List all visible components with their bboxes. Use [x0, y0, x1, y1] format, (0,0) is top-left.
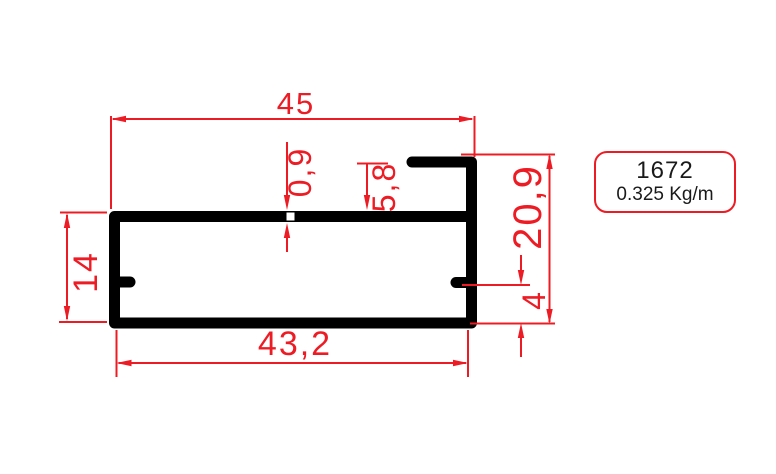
wall-notch: [286, 212, 295, 221]
arrowhead-down: [283, 195, 291, 210]
arrowhead-left: [116, 359, 132, 367]
dimension-hook-depth: [357, 162, 388, 210]
arrowhead-down: [63, 306, 71, 321]
dimension-wall-thickness: [283, 142, 291, 252]
dimension-tab-offset: [462, 255, 530, 357]
dimension-left-height: [59, 211, 107, 323]
profile-section: [109, 156, 477, 329]
arrowhead-up: [283, 223, 291, 238]
dimension-label-hook-depth: 5,8: [366, 162, 402, 212]
arrowhead-down: [517, 270, 525, 285]
dimension-right-height: [461, 153, 555, 325]
dimension-label-tab-offset: 4: [516, 290, 552, 310]
dimension-label-top-width: 45: [277, 86, 315, 121]
arrowhead-right: [453, 359, 468, 367]
arrowhead-up: [517, 323, 525, 338]
arrowhead-right: [459, 115, 474, 123]
arrowhead-up: [63, 213, 71, 228]
dimension-label-wall-thickness: 0,9: [282, 147, 318, 197]
dimension-label-left-height: 14: [67, 251, 105, 293]
profile-label-box: 1672 0.325 Kg/m: [594, 151, 736, 213]
arrowhead-down: [546, 309, 553, 324]
profile-code: 1672: [636, 157, 694, 185]
profile-weight: 0.325 Kg/m: [616, 183, 714, 205]
dimension-label-bottom-width: 43,2: [258, 325, 332, 363]
arrowhead-left: [111, 115, 126, 123]
arrowhead-down: [363, 195, 371, 210]
arrowhead-up: [546, 154, 553, 169]
dimension-label-right-height: 20,9: [506, 164, 550, 250]
dimension-top-width: [110, 115, 476, 209]
dimension-bottom-width: [115, 330, 469, 377]
profile-outline: [109, 156, 477, 329]
